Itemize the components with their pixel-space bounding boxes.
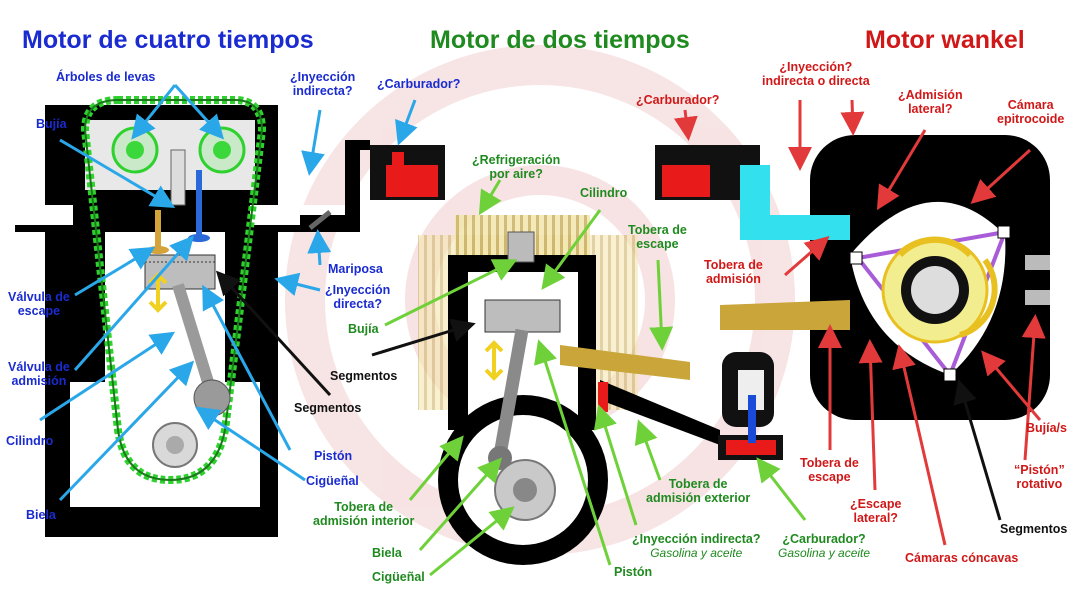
label-escape-lateral-l2: lateral? bbox=[853, 511, 898, 525]
label-bujia-4t: Bujía bbox=[36, 117, 67, 131]
label-tobera-escape-2t-l2: escape bbox=[636, 237, 679, 251]
label-tobera-escape-2t-l1: Tobera de bbox=[628, 223, 687, 237]
label-tobera-admision-interior-l1: Tobera de bbox=[334, 500, 394, 514]
label-admision-lateral-l1: ¿Admisión bbox=[898, 88, 963, 102]
label-cilindro-4t: Cilindro bbox=[6, 434, 54, 448]
label-tobera-escape-wankel-l2: escape bbox=[808, 470, 851, 484]
label-arboles-levas: Árboles de levas bbox=[56, 70, 156, 84]
label-piston-rotativo: “Pistón”rotativo bbox=[1014, 463, 1065, 491]
label-inyeccion-wankel-l1: ¿Inyección? bbox=[779, 60, 853, 74]
label-cilindro-2t: Cilindro bbox=[580, 186, 628, 200]
arrows-wankel bbox=[673, 99, 1046, 546]
title-wankel: Motor wankel bbox=[865, 26, 1025, 54]
label-piston-4t: Pistón bbox=[314, 449, 353, 463]
title-four-stroke: Motor de cuatro tiempos bbox=[22, 26, 314, 54]
label-valvula-admision-l1: Válvula de bbox=[8, 360, 70, 374]
label-tobera-admision-wankel-l1: Tobera de bbox=[704, 258, 763, 272]
label-tobera-admision-interior-l2: admisión interior bbox=[313, 514, 415, 528]
label-inyeccion-2t-sub: Gasolina y aceite bbox=[650, 546, 743, 560]
label-refrigeracion-l2: por aire? bbox=[489, 167, 543, 181]
label-inyeccion-indirecta-2t-l1: ¿Inyección indirecta? bbox=[632, 532, 761, 546]
label-admision-lateral-l2: lateral? bbox=[908, 102, 953, 116]
label-inyeccion-directa-4t-l2: directa? bbox=[333, 297, 382, 311]
label-biela-2t: Biela bbox=[372, 546, 402, 560]
label-tobera-escape-wankel-l1: Tobera de bbox=[800, 456, 859, 470]
label-inyeccion-wankel-l2: indirecta o directa bbox=[762, 74, 870, 88]
label-carburador-2t-sub: Gasolina y aceite bbox=[778, 546, 871, 560]
label-carburador-wankel: ¿Carburador? bbox=[636, 93, 720, 107]
label-inyeccion-directa-4t-l1: ¿Inyección bbox=[325, 283, 391, 297]
label-bujia-2t: Bujía bbox=[348, 322, 379, 336]
label-inyeccion-wankel: ¿Inyección?indirecta o directa bbox=[762, 60, 870, 88]
label-inyeccion-indirecta-2t: ¿Inyección indirecta?Gasolina y aceite bbox=[632, 532, 761, 560]
arrows-black bbox=[215, 270, 1002, 521]
label-segmentos-4t: Segmentos bbox=[294, 401, 362, 415]
label-tobera-admision-exterior-l2: admisión exterior bbox=[646, 491, 751, 505]
label-carburador-4t: ¿Carburador? bbox=[377, 77, 461, 91]
label-ciguenal-2t: Cigüeñal bbox=[372, 570, 425, 584]
label-valvula-escape-l1: Válvula de bbox=[8, 290, 70, 304]
label-piston-rotativo-l1: “Pistón” bbox=[1014, 463, 1065, 477]
title-two-stroke: Motor de dos tiempos bbox=[430, 26, 690, 54]
label-valvula-escape-l2: escape bbox=[17, 304, 61, 318]
label-piston-rotativo-l2: rotativo bbox=[1016, 477, 1063, 491]
label-segmentos-wankel: Segmentos bbox=[1000, 522, 1068, 536]
label-segmentos-2t: Segmentos bbox=[330, 369, 398, 383]
arrows-two-stroke bbox=[384, 179, 807, 577]
label-escape-lateral-l1: ¿Escape bbox=[850, 497, 902, 511]
label-tobera-admision-wankel-l2: admisión bbox=[705, 272, 761, 286]
label-camara-epitrocoide-l1: Cámara bbox=[1007, 98, 1054, 112]
two-stroke-engine bbox=[418, 145, 783, 565]
label-camara-epitrocoide-l2: epitrocoide bbox=[997, 112, 1065, 126]
label-carburador-2t-l1: ¿Carburador? bbox=[782, 532, 866, 546]
label-camaras-concavas: Cámaras cóncavas bbox=[905, 551, 1019, 565]
wankel-engine bbox=[720, 135, 1050, 420]
label-valvula-admision-l2: admisión bbox=[11, 374, 67, 388]
label-inyeccion-indirecta-4t-l2: indirecta? bbox=[292, 84, 353, 98]
label-piston-2t: Pistón bbox=[614, 565, 653, 579]
label-biela-4t: Biela bbox=[26, 508, 56, 522]
label-mariposa: Mariposa bbox=[328, 262, 383, 276]
label-carburador-2t: ¿Carburador?Gasolina y aceite bbox=[778, 532, 870, 560]
label-bujias-wankel: Bujía/s bbox=[1026, 421, 1067, 435]
label-refrigeracion-l1: ¿Refrigeración bbox=[472, 153, 561, 167]
four-stroke-engine bbox=[15, 96, 445, 537]
arrows-four-stroke bbox=[39, 83, 418, 502]
label-inyeccion-indirecta-4t-l1: ¿Inyección bbox=[290, 70, 356, 84]
label-tobera-admision-exterior-l1: Tobera de bbox=[668, 477, 728, 491]
label-ciguenal-4t: Cigüeñal bbox=[306, 474, 359, 488]
